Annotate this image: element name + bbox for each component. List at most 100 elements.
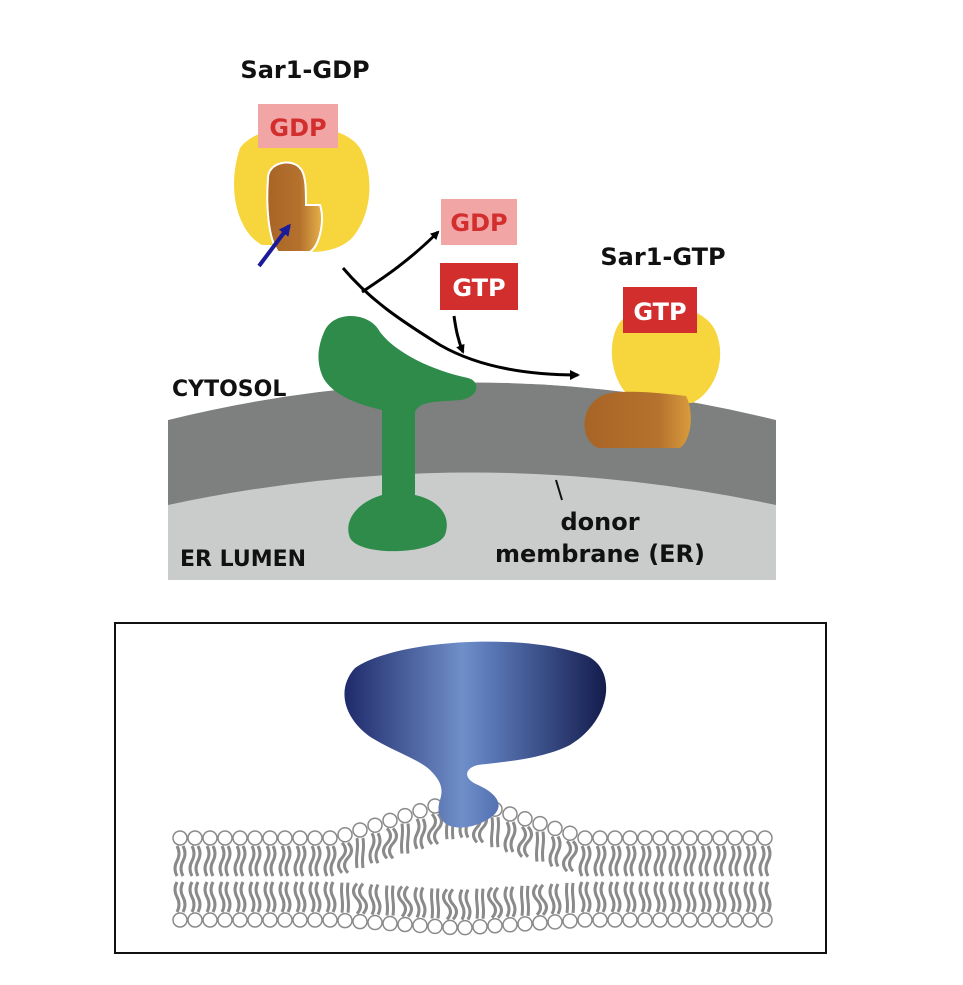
- lipid-lower-22: [502, 886, 518, 933]
- gtp-incoming-badge: GTP: [440, 263, 518, 310]
- lipid-upper-3: [217, 830, 233, 877]
- lipid-upper-5: [247, 830, 263, 877]
- inserting-protein: [344, 641, 607, 828]
- lipid-upper-28: [592, 830, 608, 877]
- lipid-upper-15: [397, 807, 413, 854]
- gdp-release-arrow: [361, 230, 440, 294]
- lipid-upper-31: [637, 830, 653, 877]
- lipid-upper-12: [352, 822, 368, 869]
- lipid-lower-11: [337, 882, 353, 929]
- lipid-lower-39: [757, 881, 773, 928]
- lipid-upper-33: [667, 830, 683, 877]
- gtp-uptake-arrow: [452, 315, 465, 354]
- lipid-upper-39: [757, 830, 773, 877]
- lipid-lower-1: [187, 881, 203, 928]
- lipid-lower-0: [172, 881, 188, 928]
- cytosol-label: CYTOSOL: [172, 377, 286, 402]
- top-diagram: GDP Sar1-GDP GDP GTP Sar1-GTP GTP: [168, 56, 776, 580]
- lipid-lower-4: [232, 881, 248, 928]
- lipid-lower-14: [382, 885, 398, 932]
- gef-protein: [318, 315, 477, 552]
- lipid-upper-16: [412, 803, 428, 850]
- lipid-lower-35: [697, 881, 713, 928]
- lipid-lower-36: [712, 881, 728, 928]
- gdp-released-badge-text: GDP: [450, 209, 507, 237]
- lipid-upper-6: [262, 830, 278, 877]
- lipid-upper-4: [232, 830, 248, 877]
- activation-arrow: [341, 267, 580, 380]
- lipid-lower-37: [727, 881, 743, 928]
- gdp-bound-badge: GDP: [258, 104, 338, 148]
- lipid-lower-27: [577, 881, 593, 928]
- lipid-lower-5: [247, 881, 263, 928]
- gtp-incoming-badge-text: GTP: [452, 274, 505, 302]
- helix-pointer-arrow: [257, 223, 291, 268]
- lipid-lower-29: [607, 881, 623, 928]
- lipid-lower-18: [442, 888, 458, 936]
- er-lumen-label: ER LUMEN: [180, 547, 306, 572]
- lipid-upper-0: [172, 830, 188, 877]
- lipid-upper-10: [322, 830, 338, 877]
- lipid-lower-24: [532, 883, 548, 931]
- lipid-upper-22: [502, 806, 518, 853]
- lipid-upper-14: [382, 812, 398, 860]
- donor-label-line1: donor: [560, 508, 639, 536]
- gtp-bound-badge-text: GTP: [633, 298, 686, 326]
- lipid-lower-33: [667, 881, 683, 928]
- lipid-lower-21: [487, 886, 503, 934]
- lipid-lower-31: [637, 881, 653, 928]
- lipid-upper-2: [202, 830, 218, 877]
- lipid-lower-19: [457, 888, 473, 936]
- lipid-lower-6: [262, 881, 278, 928]
- lipid-upper-8: [292, 830, 308, 877]
- lipid-upper-38: [742, 830, 758, 877]
- lipid-lower-34: [682, 881, 698, 928]
- lipid-lower-28: [592, 881, 608, 928]
- gdp-bound-badge-text: GDP: [269, 114, 326, 142]
- sar1-gtp-label: Sar1-GTP: [600, 243, 725, 271]
- lipid-lower-26: [562, 882, 578, 929]
- bottom-diagram: [114, 622, 827, 954]
- lipid-lower-8: [292, 881, 308, 928]
- lipid-upper-11: [337, 827, 353, 874]
- lipid-bilayer: [172, 791, 773, 936]
- sar1-gdp-label: Sar1-GDP: [240, 56, 369, 84]
- lipid-upper-13: [367, 817, 383, 864]
- lipid-lower-30: [622, 881, 638, 928]
- lipid-lower-7: [277, 881, 293, 928]
- lipid-lower-38: [742, 881, 758, 928]
- gdp-released-badge: GDP: [441, 199, 517, 245]
- lipid-lower-12: [352, 882, 368, 930]
- lipid-lower-25: [547, 883, 563, 930]
- lipid-upper-26: [562, 825, 578, 873]
- lipid-upper-27: [577, 830, 593, 877]
- lipid-upper-34: [682, 830, 698, 877]
- lipid-lower-32: [652, 881, 668, 928]
- gtp-bound-badge: GTP: [623, 287, 697, 333]
- lipid-lower-2: [202, 881, 218, 928]
- lipid-upper-37: [727, 830, 743, 877]
- lipid-upper-30: [622, 830, 638, 877]
- lipid-lower-15: [397, 885, 413, 933]
- lipid-lower-20: [472, 888, 488, 935]
- lipid-lower-23: [517, 885, 533, 932]
- lipid-upper-35: [697, 830, 713, 877]
- lipid-upper-32: [652, 830, 668, 877]
- donor-pointer-line: [555, 479, 563, 501]
- lipid-upper-7: [277, 830, 293, 877]
- lipid-lower-9: [307, 881, 323, 928]
- lipid-lower-3: [217, 881, 233, 928]
- donor-label-line2: membrane (ER): [495, 540, 705, 568]
- lipid-upper-23: [517, 811, 533, 858]
- lipid-upper-9: [307, 830, 323, 877]
- lipid-lower-16: [412, 886, 428, 934]
- lipid-upper-25: [547, 820, 563, 868]
- lipid-lower-17: [427, 888, 443, 935]
- lipid-upper-24: [532, 815, 548, 862]
- lipid-lower-13: [367, 883, 383, 931]
- lipid-upper-1: [187, 830, 203, 877]
- lipid-upper-36: [712, 830, 728, 877]
- lipid-upper-29: [607, 830, 623, 877]
- lipid-lower-10: [322, 881, 338, 928]
